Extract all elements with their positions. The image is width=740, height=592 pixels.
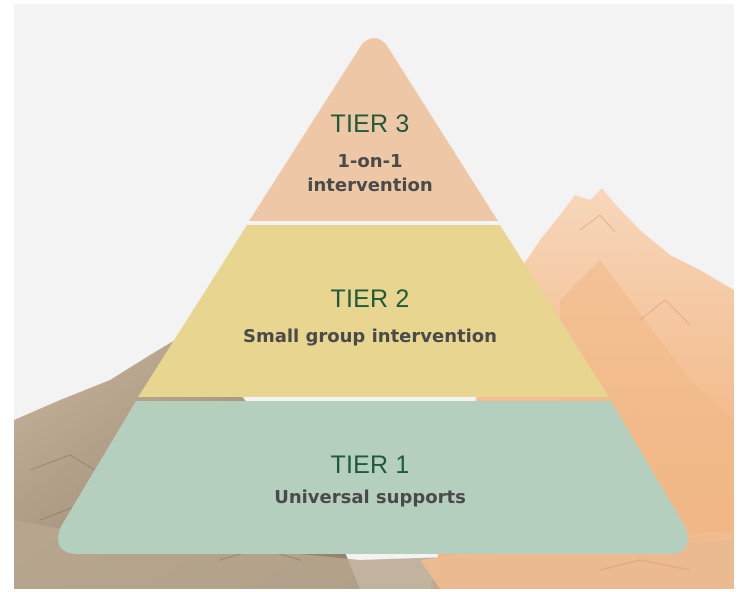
tier-2-shape <box>138 225 609 397</box>
tier-2-desc: Small group intervention <box>243 326 497 347</box>
warm-texture <box>579 214 691 571</box>
tier-3-description: 1-on-1 intervention <box>0 150 740 198</box>
tier-3-desc-line2: intervention <box>307 175 433 196</box>
tier-3-shape <box>249 38 498 221</box>
tier-1-label: TIER 1 <box>0 451 740 479</box>
tier-1-title: TIER 1 <box>330 451 410 479</box>
tier-1-shape <box>58 401 688 554</box>
tier-2-description: Small group intervention <box>0 325 740 349</box>
tier-2-label: TIER 2 <box>0 285 740 313</box>
tier-3-label: TIER 3 <box>0 110 740 138</box>
tier-3-title: TIER 3 <box>330 110 410 138</box>
tier-2-title: TIER 2 <box>330 285 410 313</box>
tier-3-desc-line1: 1-on-1 <box>337 151 403 172</box>
tier-1-description: Universal supports <box>0 486 740 510</box>
tier-1-desc: Universal supports <box>274 487 466 508</box>
